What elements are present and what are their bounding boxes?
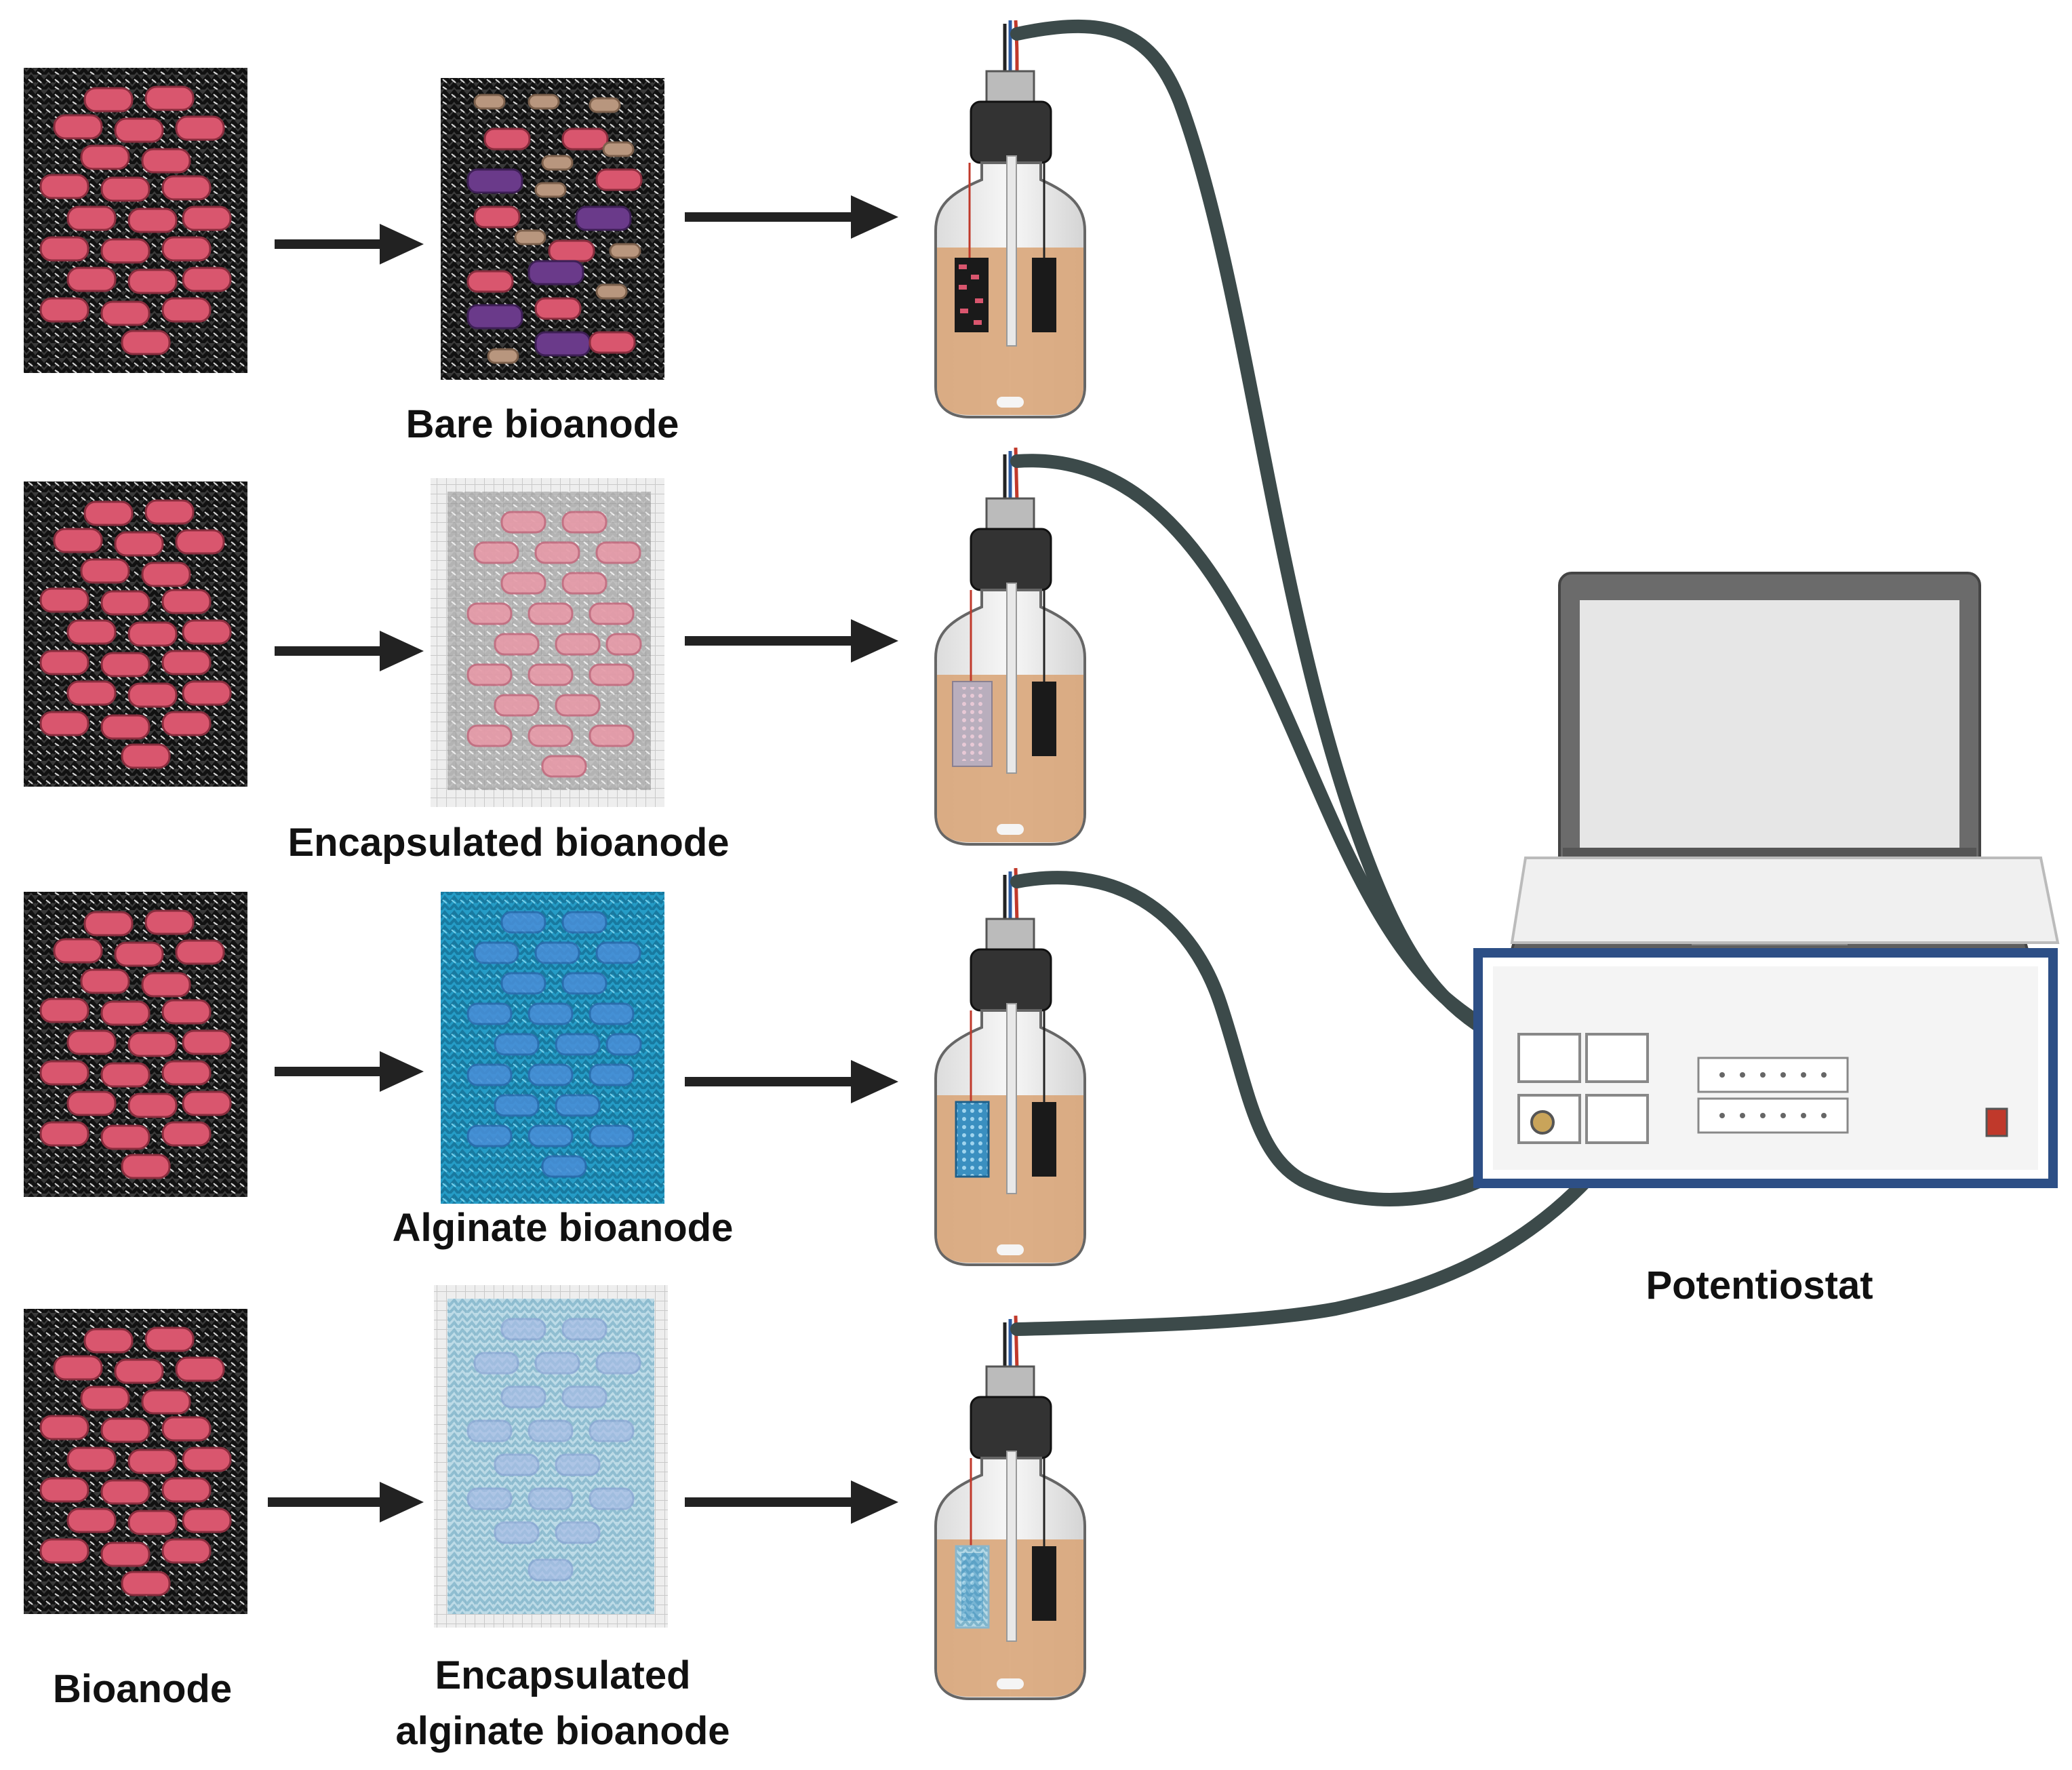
- arrow-right-icon: [275, 224, 424, 264]
- arrow-right-icon: [685, 195, 898, 239]
- encapsulated-bioanode-image: [431, 478, 664, 807]
- bioanode-row2-left: [24, 481, 247, 787]
- label-potentiostat: Potentiostat: [1646, 1263, 1873, 1307]
- electrochemical-cell-bottle-2: [934, 447, 1086, 846]
- label-bioanode: Bioanode: [53, 1667, 232, 1711]
- arrow-right-icon: [275, 631, 424, 671]
- bioanode-row1-left: [24, 68, 247, 373]
- arrow-right-icon: [685, 619, 898, 663]
- arrow-right-icon: [275, 1051, 424, 1092]
- arrow-right-icon: [685, 1480, 898, 1524]
- label-encapsulated-bioanode: Encapsulated bioanode: [288, 821, 730, 865]
- bioanode-row4-left: [24, 1309, 247, 1614]
- encapsulated-alginate-bioanode-image: [434, 1285, 668, 1628]
- label-bare-bioanode: Bare bioanode: [406, 402, 679, 446]
- bare-bioanode-image: [441, 78, 664, 380]
- label-encapsulated-alginate-line2: alginate bioanode: [395, 1709, 730, 1753]
- electrochemical-cell-bottle-4: [934, 1315, 1086, 1700]
- alginate-bioanode-image: [441, 892, 664, 1204]
- label-alginate-bioanode: Alginate bioanode: [393, 1206, 734, 1250]
- arrow-right-icon: [268, 1482, 424, 1522]
- power-switch-icon[interactable]: [1985, 1107, 2008, 1137]
- electrochemical-cell-bottle-1: [934, 20, 1086, 418]
- label-encapsulated-alginate-line1: Encapsulated: [435, 1653, 690, 1697]
- arrow-right-icon: [685, 1060, 898, 1103]
- bioanode-row3-left: [24, 892, 247, 1197]
- electrochemical-cell-bottle-3: [934, 867, 1086, 1266]
- potentiostat-box: [1473, 857, 2060, 1188]
